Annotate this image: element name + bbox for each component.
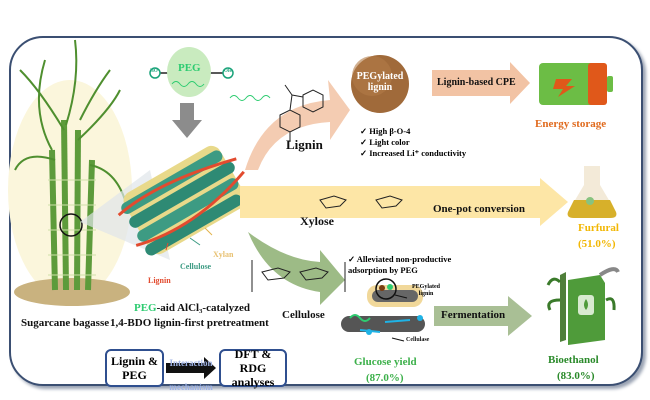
- glucose-yield-value: (87.0%): [366, 372, 404, 384]
- peg-oh-end: OH: [224, 69, 232, 74]
- peg-molecule: [149, 47, 234, 97]
- fiber-label-xylan: Xylan: [213, 250, 234, 259]
- pretreatment-line-2: 1,4-BDO lignin-first pretreatment: [110, 317, 269, 329]
- lignin-checklist: ✓ High β-O-4 ✓ Light color ✓ Increased L…: [360, 126, 466, 159]
- dft-rdg-box: DFT & RDG analyses: [219, 347, 287, 389]
- xylose-label: Xylose: [300, 214, 334, 228]
- checklist-item: ✓ Increased Li⁺ conductivity: [360, 148, 467, 158]
- fermentation-arrow: [434, 296, 532, 336]
- furfural-label: Furfural: [578, 222, 619, 234]
- lignin-branch-arrow: [245, 80, 350, 170]
- cellulose-structure: [251, 260, 346, 292]
- one-pot-conversion-label: One-pot conversion: [433, 203, 525, 215]
- pretreatment-line-1: PEG-aid AlCl₃-catalyzed: [134, 302, 251, 314]
- adsorption-note: ✓ Alleviated non-productive adsorption b…: [348, 254, 452, 275]
- fuel-can-icon: [546, 267, 620, 345]
- xylose-structures: [319, 195, 403, 209]
- cellulose-branch-arrow: [248, 232, 345, 305]
- sugarcane-glow: [8, 80, 132, 300]
- mechanism-arrow: [166, 357, 216, 379]
- checklist-item: ✓ Light color: [360, 137, 410, 147]
- cellulase-label: Cellulase: [406, 337, 430, 343]
- cpe-arrow: [432, 62, 530, 104]
- fermentation-label: Fermentation: [441, 309, 506, 321]
- pegylated-lignin-cellulose-illustration: [341, 278, 425, 342]
- lignocellulose-fiber-bundle: [117, 145, 247, 256]
- lignin-peg-box: Lignin & PEG: [105, 349, 164, 387]
- lignin-structure-label: Lignin: [286, 137, 323, 152]
- cpe-arrow-label: Lignin-based CPE: [437, 77, 516, 88]
- peg-label: PEG: [178, 62, 201, 74]
- bioethanol-label: Bioethanol: [548, 354, 599, 366]
- lignin-structure: [229, 84, 324, 142]
- energy-storage-label: Energy storage: [535, 118, 607, 130]
- glucose-yield-label: Glucose yield: [354, 356, 417, 368]
- fiber-label-cellulose: Cellulose: [180, 262, 212, 271]
- down-arrow: [172, 103, 202, 138]
- xylose-arrow: [240, 178, 568, 226]
- checklist-item: ✓ High β-O-4: [360, 126, 411, 136]
- interaction-mechanism-label: Interaction mechanism: [169, 358, 213, 392]
- cellulose-label: Cellulose: [282, 309, 325, 321]
- bioethanol-yield: (83.0%): [557, 370, 595, 382]
- sugarcane-bagasse-label: Sugarcane bagasse: [21, 317, 110, 329]
- flask-icon: [567, 166, 617, 218]
- battery-icon: [539, 63, 613, 105]
- pegylated-lignin-label: PEGylated lignin: [356, 71, 404, 93]
- peg-ho-end: HO: [150, 69, 158, 74]
- fiber-label-lignin: Lignin: [148, 276, 171, 285]
- furfural-yield: (51.0%): [578, 238, 616, 250]
- pegylated-lignin-small-label: PEGylated lignin: [412, 284, 440, 297]
